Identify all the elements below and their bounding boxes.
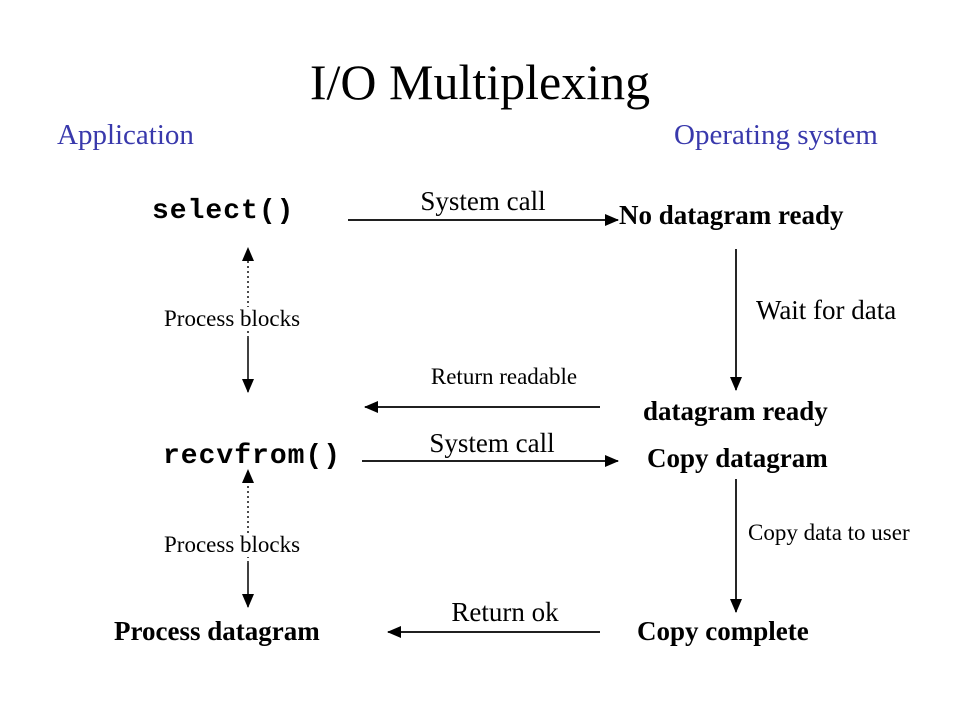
edge-label-process-blocks-1: Process blocks xyxy=(163,306,302,332)
edge-label-process-blocks-2: Process blocks xyxy=(163,532,302,558)
edge-label-wait-for-data: Wait for data xyxy=(756,295,897,325)
node-copy-complete: Copy complete xyxy=(637,616,809,646)
column-header-application: Application xyxy=(57,119,194,151)
edge-label-system-call-2: System call xyxy=(429,428,555,458)
edge-label-copy-data-to-user: Copy data to user xyxy=(748,520,910,545)
node-copy-datagram: Copy datagram xyxy=(647,443,828,473)
page-title: I/O Multiplexing xyxy=(309,54,651,110)
edge-label-return-readable: Return readable xyxy=(430,364,578,389)
edge-label-return-ok: Return ok xyxy=(451,597,559,627)
node-process-datagram: Process datagram xyxy=(114,616,320,646)
edge-label-system-call-1: System call xyxy=(420,186,546,216)
node-recvfrom-call: recvfrom() xyxy=(163,441,342,472)
node-no-datagram-ready: No datagram ready xyxy=(619,200,844,230)
node-select-call: select() xyxy=(152,196,295,227)
node-datagram-ready: datagram ready xyxy=(643,396,828,426)
column-header-operating-system: Operating system xyxy=(674,119,878,151)
